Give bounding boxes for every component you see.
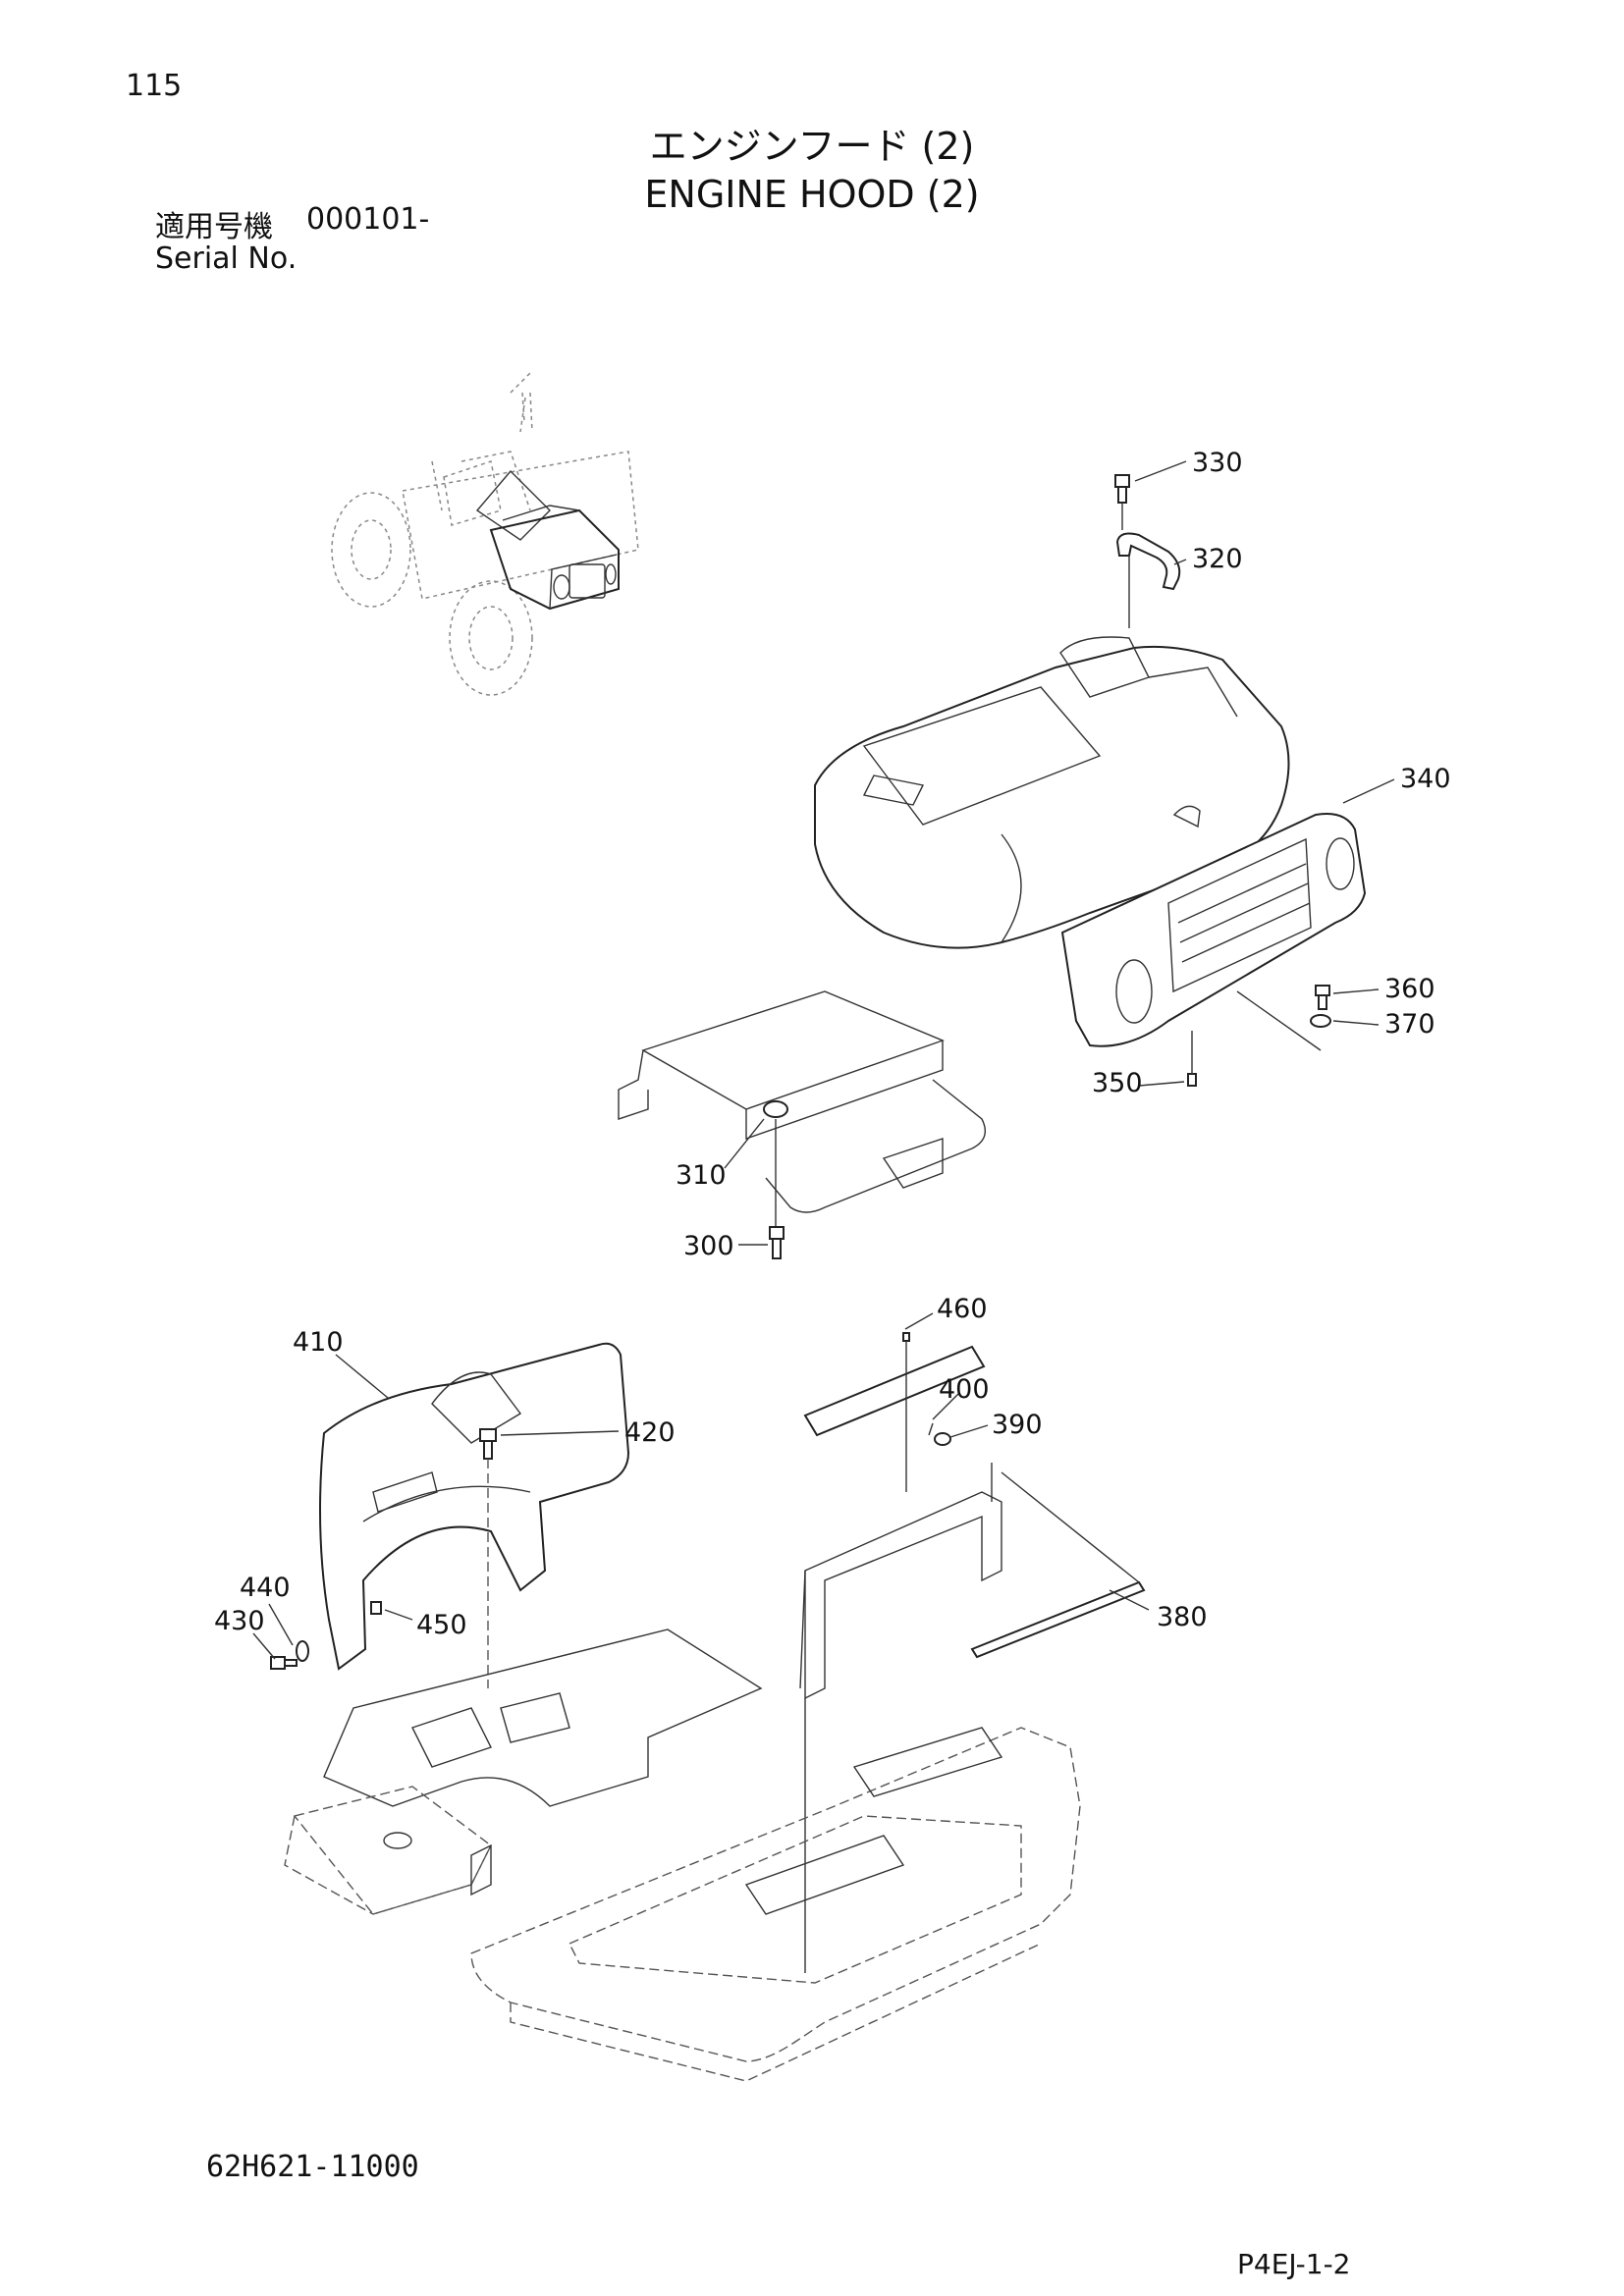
serial-number: 000101- [306, 202, 430, 237]
callout-330: 330 [1192, 448, 1243, 478]
leader-lines [252, 460, 1395, 1660]
front-grille-part [1060, 813, 1367, 1051]
callout-360: 360 [1384, 974, 1435, 1004]
plate-460-part [803, 1332, 986, 1492]
callout-350: 350 [1092, 1068, 1143, 1098]
callout-460: 460 [937, 1294, 988, 1324]
fender-cover-part [319, 1342, 630, 1671]
machine-frame-outline [470, 1727, 1081, 2082]
callout-380: 380 [1157, 1602, 1208, 1632]
machine-location-thumbnail [331, 372, 639, 696]
callout-410: 410 [293, 1327, 344, 1358]
page-title-english: ENGINE HOOD (2) [644, 173, 980, 216]
callout-340: 340 [1400, 764, 1451, 794]
serial-label-english: Serial No. [155, 241, 298, 276]
callout-300: 300 [683, 1231, 734, 1261]
callout-430: 430 [214, 1606, 265, 1636]
page-title-japanese: エンジンフード (2) [649, 125, 975, 168]
support-rod-part [799, 1463, 1146, 1973]
callout-labels: 330 320 340 360 370 350 310 300 410 420 … [214, 448, 1451, 1640]
hardware-350-360-370 [1187, 985, 1331, 1087]
page-number: 115 [126, 69, 183, 103]
callout-310: 310 [676, 1160, 727, 1191]
bolt-300-part [769, 1226, 785, 1259]
callout-370: 370 [1384, 1009, 1435, 1040]
callout-440: 440 [240, 1573, 291, 1603]
engine-hood-part [814, 636, 1290, 949]
callout-400: 400 [939, 1374, 990, 1405]
page-code: P4EJ-1-2 [1237, 2248, 1351, 2280]
hardware-420-430-440-450 [270, 1428, 497, 1688]
callout-390: 390 [992, 1410, 1043, 1440]
hood-support-bracket-part [618, 990, 986, 1227]
step-plate-part [284, 1629, 763, 1915]
callout-320: 320 [1192, 544, 1243, 574]
serial-label-japanese: 適用号機 [155, 210, 273, 244]
catalog-code: 62H621-11000 [206, 2150, 419, 2184]
callout-420: 420 [624, 1417, 676, 1448]
bolt-330-part [1114, 474, 1130, 530]
callout-450: 450 [416, 1610, 467, 1640]
grip-handle-part [1115, 532, 1181, 628]
